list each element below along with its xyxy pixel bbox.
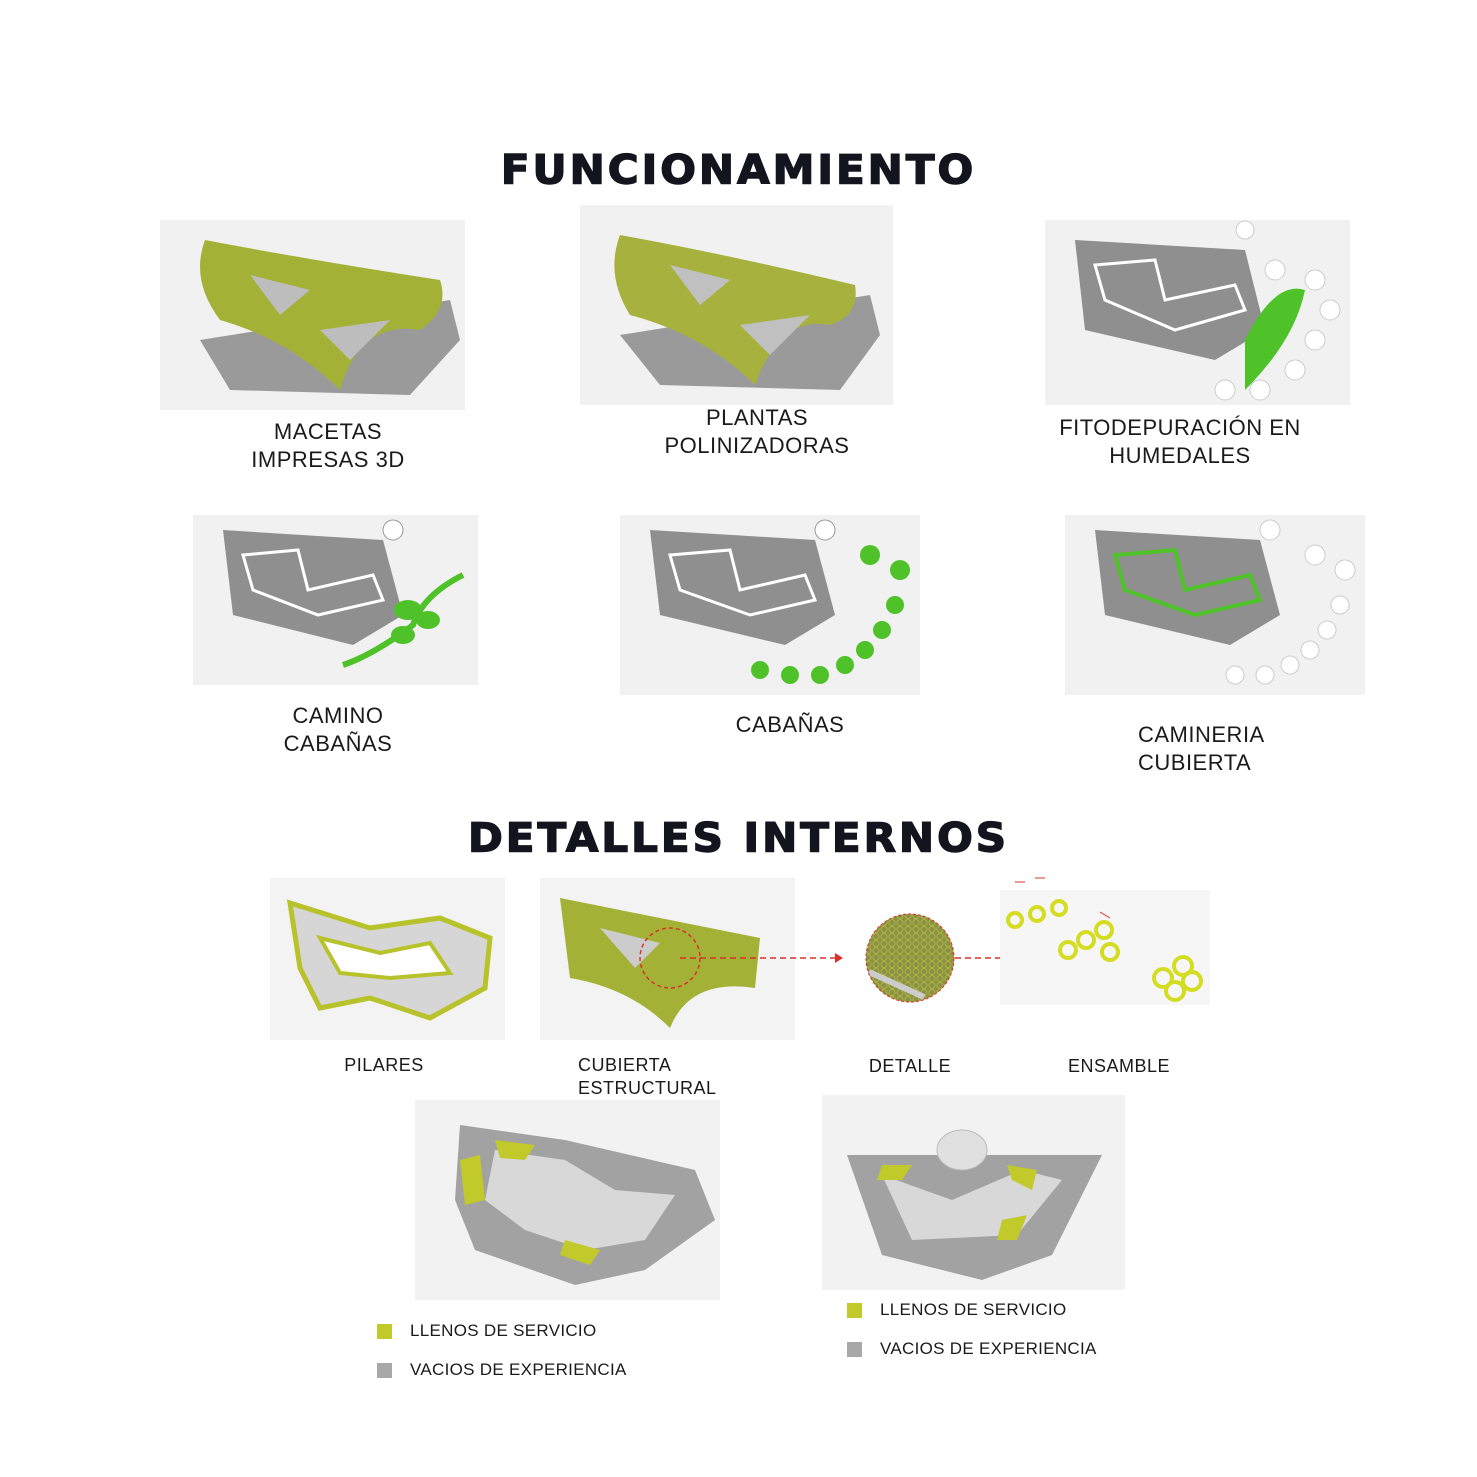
render-ensamble: [1000, 870, 1210, 1005]
label-line: FITODEPURACIÓN EN: [1059, 415, 1301, 440]
label-line: HUMEDALES: [1109, 443, 1251, 468]
legend-vacios-left: VACIOS DE EXPERIENCIA: [377, 1360, 627, 1380]
legend-label: VACIOS DE EXPERIENCIA: [410, 1360, 627, 1379]
render-macetas: [160, 220, 465, 410]
label-line: CABAÑAS: [735, 712, 845, 737]
label-camineria: CAMINERIA CUBIERTA: [1138, 721, 1265, 777]
legend-llenos-right: LLENOS DE SERVICIO: [847, 1300, 1066, 1320]
label-line: IMPRESAS 3D: [251, 447, 405, 472]
label-line: ESTRUCTURAL: [578, 1078, 717, 1098]
render-fitodepuracion: [1045, 220, 1350, 405]
label-cabanas: CABAÑAS: [640, 711, 940, 739]
legend-llenos-left: LLENOS DE SERVICIO: [377, 1321, 596, 1341]
legend-swatch-llenos: [847, 1302, 862, 1318]
label-line: CAMINO: [292, 703, 384, 728]
label-pilares: PILARES: [344, 1055, 424, 1075]
label-line: PLANTAS: [705, 405, 809, 430]
label-cubierta-estructural: CUBIERTA ESTRUCTURAL: [578, 1054, 717, 1100]
render-planta-isometrica: [415, 1100, 720, 1300]
label-line: MACETAS: [273, 419, 383, 444]
render-pilares: [270, 878, 505, 1040]
legend-label: VACIOS DE EXPERIENCIA: [880, 1339, 1097, 1358]
legend-swatch-vacios: [847, 1341, 862, 1357]
render-camino-cabanas: [193, 515, 478, 685]
label-line: CUBIERTA: [578, 1055, 672, 1075]
legend-swatch-vacios: [377, 1362, 392, 1378]
label-plantas: PLANTAS POLINIZADORAS: [607, 404, 907, 460]
label-macetas: MACETAS IMPRESAS 3D: [178, 418, 478, 474]
legend-vacios-right: VACIOS DE EXPERIENCIA: [847, 1339, 1097, 1359]
render-planta-frontal: [822, 1095, 1125, 1290]
legend-label: LLENOS DE SERVICIO: [410, 1321, 597, 1340]
title-funcionamiento: FUNCIONAMIENTO: [500, 146, 977, 194]
legend-swatch-llenos: [377, 1323, 392, 1339]
label-ensamble: ENSAMBLE: [1067, 1056, 1171, 1076]
title-detalles-internos: DETALLES INTERNOS: [467, 814, 1010, 862]
render-cubierta: [540, 878, 795, 1040]
legend-label: LLENOS DE SERVICIO: [880, 1300, 1067, 1319]
render-detalle: [864, 912, 956, 1004]
render-plantas: [580, 205, 893, 405]
label-line: CUBIERTA: [1138, 750, 1252, 775]
label-line: POLINIZADORAS: [664, 433, 850, 458]
label-fitodepuracion: FITODEPURACIÓN EN HUMEDALES: [1010, 414, 1350, 470]
label-detalle: DETALLE: [868, 1056, 952, 1076]
label-line: CABAÑAS: [283, 731, 393, 756]
render-camineria: [1065, 515, 1365, 695]
label-camino-cabanas: CAMINO CABAÑAS: [188, 702, 488, 758]
render-cabanas: [620, 515, 920, 695]
label-line: CAMINERIA: [1138, 722, 1265, 747]
